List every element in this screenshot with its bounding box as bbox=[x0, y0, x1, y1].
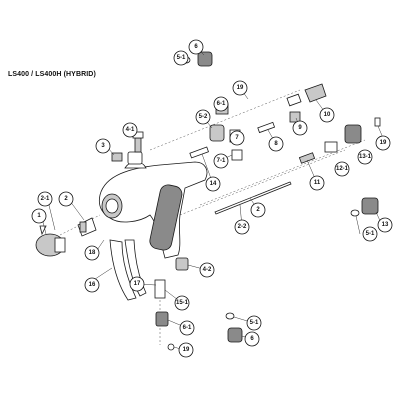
svg-text:5-1: 5-1 bbox=[250, 320, 259, 326]
svg-text:7: 7 bbox=[235, 135, 239, 141]
callout: 2-1 bbox=[37, 191, 53, 207]
svg-text:4-1: 4-1 bbox=[126, 127, 135, 133]
trigger-part bbox=[109, 239, 147, 301]
callout: 17 bbox=[129, 276, 145, 292]
svg-text:11: 11 bbox=[314, 180, 321, 186]
svg-text:16: 16 bbox=[89, 282, 96, 288]
svg-text:6: 6 bbox=[250, 336, 254, 342]
svg-text:5-1: 5-1 bbox=[177, 55, 186, 61]
callout: 2-2 bbox=[234, 219, 250, 235]
svg-text:6: 6 bbox=[194, 44, 198, 50]
right-side-parts bbox=[298, 117, 381, 217]
callout: 6-1 bbox=[213, 96, 229, 112]
air-cap-part bbox=[35, 225, 66, 257]
callout: 6 bbox=[188, 39, 204, 55]
callout: 4-2 bbox=[199, 262, 215, 278]
svg-text:2-1: 2-1 bbox=[41, 196, 50, 202]
callout: 11 bbox=[309, 175, 325, 191]
callout: 6-1 bbox=[179, 320, 195, 336]
svg-text:2: 2 bbox=[64, 196, 68, 202]
callout: 12-1 bbox=[334, 161, 350, 177]
nozzle-part bbox=[77, 217, 97, 237]
spray-gun-body bbox=[98, 151, 208, 259]
callout: 18 bbox=[84, 245, 100, 261]
fitting-parts bbox=[111, 131, 144, 162]
callout: 5-1 bbox=[362, 226, 378, 242]
callout: 8 bbox=[268, 136, 284, 152]
callout: 2 bbox=[250, 202, 266, 218]
svg-text:13: 13 bbox=[382, 222, 389, 228]
callout: 13-1 bbox=[357, 149, 373, 165]
callout: 7 bbox=[229, 130, 245, 146]
svg-text:13-1: 13-1 bbox=[359, 154, 372, 160]
svg-text:9: 9 bbox=[298, 125, 302, 131]
callout: 3 bbox=[95, 138, 111, 154]
svg-text:6-1: 6-1 bbox=[183, 325, 192, 331]
svg-text:19: 19 bbox=[183, 347, 190, 353]
svg-text:4-2: 4-2 bbox=[203, 267, 212, 273]
callout: 5-1 bbox=[246, 315, 262, 331]
assembly-axes bbox=[59, 89, 366, 345]
callout: 9 bbox=[292, 120, 308, 136]
diagram-title: LS400 / LS400H (HYBRID) bbox=[8, 71, 96, 78]
svg-text:19: 19 bbox=[380, 140, 387, 146]
callout: 19 bbox=[178, 342, 194, 358]
callout: 13 bbox=[377, 217, 393, 233]
svg-text:2-2: 2-2 bbox=[238, 224, 247, 230]
leader-lines bbox=[41, 46, 384, 351]
callout: 19 bbox=[375, 135, 391, 151]
svg-text:12-1: 12-1 bbox=[336, 166, 349, 172]
svg-text:5-2: 5-2 bbox=[199, 114, 208, 120]
callout: 5-1 bbox=[173, 50, 189, 66]
svg-text:18: 18 bbox=[89, 250, 96, 256]
svg-text:6-1: 6-1 bbox=[217, 101, 226, 107]
callout: 16 bbox=[84, 277, 100, 293]
svg-text:2: 2 bbox=[256, 207, 260, 213]
callout: 4-1 bbox=[122, 122, 138, 138]
callout: 2 bbox=[58, 191, 74, 207]
bottom-parts bbox=[154, 257, 243, 351]
callout: 7-1 bbox=[213, 153, 229, 169]
svg-text:14: 14 bbox=[210, 181, 217, 187]
svg-text:19: 19 bbox=[237, 85, 244, 91]
svg-text:7-1: 7-1 bbox=[217, 158, 226, 164]
svg-text:17: 17 bbox=[134, 281, 141, 287]
callout: 14 bbox=[205, 176, 221, 192]
needle-part bbox=[214, 181, 292, 215]
callout: 15-1 bbox=[174, 295, 190, 311]
callout: 19 bbox=[232, 80, 248, 96]
svg-text:1: 1 bbox=[37, 213, 41, 219]
svg-text:10: 10 bbox=[324, 112, 331, 118]
callout: 6 bbox=[244, 331, 260, 347]
svg-text:8: 8 bbox=[274, 141, 278, 147]
callout: 5-2 bbox=[195, 109, 211, 125]
upper-parts bbox=[189, 83, 327, 161]
callout: 1 bbox=[31, 208, 47, 224]
svg-text:3: 3 bbox=[101, 143, 105, 149]
svg-text:15-1: 15-1 bbox=[176, 300, 189, 306]
svg-text:5-1: 5-1 bbox=[366, 231, 375, 237]
callout: 10 bbox=[319, 107, 335, 123]
